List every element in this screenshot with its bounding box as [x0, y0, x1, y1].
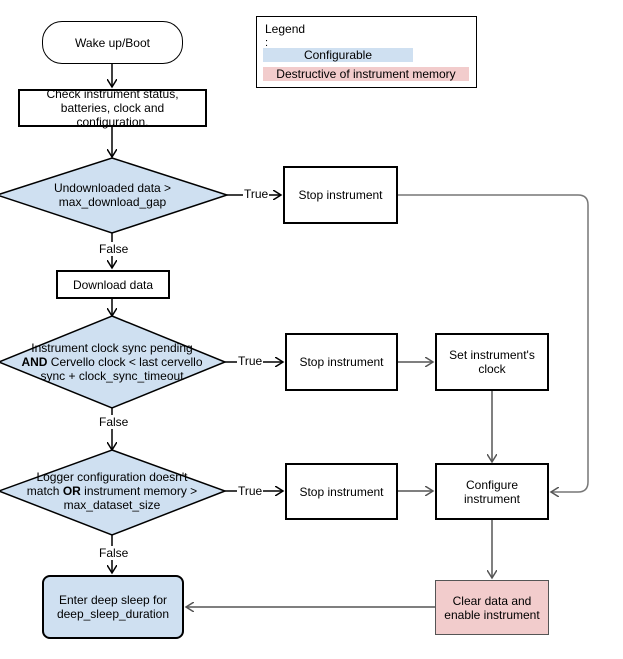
stop-instrument-1-box: Stop instrument	[283, 166, 398, 224]
download-data-label: Download data	[72, 277, 154, 292]
false-label-2: False	[98, 415, 130, 429]
legend-title: Legend	[265, 22, 306, 36]
true-label-2: True	[237, 354, 264, 368]
deep-sleep-label: Enter deep sleep for deep_sleep_duration	[56, 593, 170, 621]
legend-configurable: Configurable	[263, 48, 413, 62]
decision3-text: Logger configuration doesn't match OR in…	[24, 463, 200, 519]
legend-destructive: Destructive of instrument memory	[263, 67, 469, 81]
decision2-text: Instrument clock sync pending AND Cervel…	[18, 334, 206, 390]
configure-instrument-label: Configure instrument	[463, 477, 521, 506]
stop-instrument-2-box: Stop instrument	[285, 333, 398, 391]
false-label-3: False	[98, 546, 130, 560]
deep-sleep-box: Enter deep sleep for deep_sleep_duration	[42, 575, 184, 639]
check-status-box: Check instrument status, batteries, cloc…	[18, 87, 207, 129]
decision3-label: Logger configuration doesn't match OR in…	[26, 470, 198, 512]
legend-colon: :	[265, 37, 269, 49]
stop-instrument-3-label: Stop instrument	[299, 484, 384, 499]
wake-boot-terminal: Wake up/Boot	[42, 21, 183, 64]
decision3-shape	[0, 449, 228, 536]
decision2-and: AND	[21, 355, 48, 369]
true-label-1: True	[243, 187, 270, 201]
set-clock-box: Set instrument's clock	[435, 333, 549, 391]
decision2-shape	[0, 315, 227, 409]
decision1-label: Undownloaded data > max_download_gap	[53, 181, 172, 209]
stop-instrument-3-box: Stop instrument	[285, 463, 398, 520]
legend-box: Legend : Configurable Destructive of ins…	[256, 16, 477, 88]
true-label-3: True	[237, 484, 264, 498]
edge-stop1-configure	[398, 194, 589, 492]
clear-data-box: Clear data and enable instrument	[435, 580, 549, 635]
decision1-text: Undownloaded data > max_download_gap	[30, 176, 195, 214]
decision3-or: OR	[62, 484, 81, 498]
check-status-label: Check instrument status, batteries, cloc…	[46, 87, 179, 129]
download-data-box: Download data	[56, 270, 170, 299]
stop-instrument-2-label: Stop instrument	[299, 355, 384, 369]
false-label-1: False	[98, 242, 130, 256]
set-clock-label: Set instrument's clock	[449, 348, 535, 376]
decision2-label: Instrument clock sync pending AND Cervel…	[21, 341, 203, 383]
configure-instrument-box: Configure instrument	[435, 463, 549, 520]
clear-data-label: Clear data and enable instrument	[444, 593, 540, 622]
wake-boot-label: Wake up/Boot	[75, 35, 150, 50]
decision1-shape	[0, 157, 230, 234]
stop-instrument-1-label: Stop instrument	[298, 188, 383, 202]
